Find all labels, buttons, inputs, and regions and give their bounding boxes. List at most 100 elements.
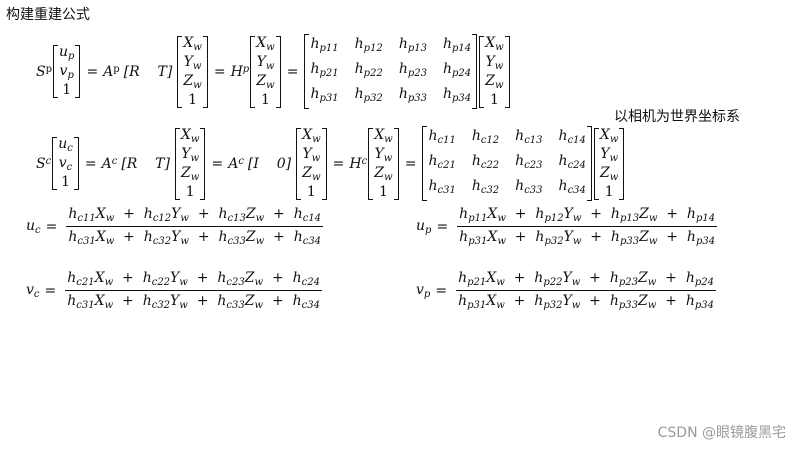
eq2-wd-1: Yw xyxy=(600,145,619,164)
eq1-world-vector-a: Xw Yw Zw 1 xyxy=(177,34,208,108)
eq2-wd-2: Zw xyxy=(600,164,619,183)
eq1-equals-2: = xyxy=(213,63,226,80)
eq1-equals-3: = xyxy=(286,63,299,80)
eq1-wc-1: Yw xyxy=(485,53,504,72)
eq2-h-matrix: hc11 hc12 hc13 hc14 hc21 hc22 hc23 hc24 … xyxy=(422,126,593,201)
eq1-wc-2: Zw xyxy=(485,72,504,91)
up-equals: = xyxy=(436,218,449,235)
camera-world-note: 以相机为世界坐标系 xyxy=(614,109,740,125)
watermark: CSDN @眼镜腹黑宅 xyxy=(657,425,786,441)
eq1-h-10: hp21 xyxy=(310,61,339,79)
eq2-h-00: hc11 xyxy=(428,128,456,146)
eq2-wb-1: Yw xyxy=(302,145,321,164)
eq2-I0: [I 0] xyxy=(247,155,292,172)
eq1-wb-3: 1 xyxy=(261,91,270,108)
uc-fraction: hc11Xw + hc12Yw + hc13Zw + hc14 hc31Xw +… xyxy=(66,206,324,247)
up-numerator: hp11Xw + hp12Yw + hp13Zw + hp14 xyxy=(457,206,718,227)
vc-denominator: hc31Xw + hc32Yw + hc33Zw + hc34 xyxy=(67,293,320,311)
eq2-wa-1: Yw xyxy=(181,145,200,164)
eq1-h-21: hp32 xyxy=(354,86,383,104)
eq2-wb-3: 1 xyxy=(306,183,316,200)
eq1-uv-0: up xyxy=(59,44,75,63)
eq1-world-vector-c: Xw Yw Zw 1 xyxy=(479,34,510,108)
eq2-equals-1: = xyxy=(84,155,97,172)
eq2-uv-vector: uc vc 1 xyxy=(52,137,79,190)
eq1-wb-1: Yw xyxy=(256,53,275,72)
eq1-wa-0: Xw xyxy=(183,34,202,53)
eq1-wc-3: 1 xyxy=(489,91,499,108)
vc-lhs: vc xyxy=(26,281,40,300)
eq1-wc-0: Xw xyxy=(485,34,504,53)
eq1-RT: [R T] xyxy=(123,63,173,80)
eq2-uv-2: 1 xyxy=(61,174,70,190)
eq1-uv-vector: up vp 1 xyxy=(53,44,81,98)
eq2-wc-1: Yw xyxy=(374,145,393,164)
eq2-world-vector-b: Xw Yw Zw 1 xyxy=(296,126,327,200)
eq2-equals-3: = xyxy=(332,155,345,172)
fraction-uc: uc = hc11Xw + hc12Yw + hc13Zw + hc14 hc3… xyxy=(26,206,324,247)
eq1-h-12: hp23 xyxy=(398,61,427,79)
vp-equals: = xyxy=(435,282,448,299)
eq1-h-01: hp12 xyxy=(354,36,383,54)
eq2-h-02: hc13 xyxy=(515,128,543,146)
uc-denominator: hc31Xw + hc32Yw + hc33Zw + hc34 xyxy=(68,229,322,247)
eq2-wc-0: Xw xyxy=(374,126,393,145)
eq1-world-vector-b: Xw Yw Zw 1 xyxy=(250,34,281,108)
eq2-wa-3: 1 xyxy=(185,183,195,200)
eq2-RT: [R T] xyxy=(121,155,170,172)
fraction-up: up = hp11Xw + hp12Yw + hp13Zw + hp14 hp3… xyxy=(416,206,718,247)
eq2-wc-3: 1 xyxy=(378,183,388,200)
eq2-h-01: hc12 xyxy=(471,128,500,146)
eq2-h-21: hc32 xyxy=(471,178,500,196)
eq1-wa-2: Zw xyxy=(183,72,202,91)
eq2-wb-0: Xw xyxy=(302,126,321,145)
fraction-vp: vp = hp21Xw + hp22Yw + hp23Zw + hp24 hp3… xyxy=(416,270,716,311)
eq1-equals-1: = xyxy=(86,63,99,80)
eq2-wc-2: Zw xyxy=(374,164,393,183)
eq2-equals-2: = xyxy=(211,155,224,172)
vp-numerator: hp21Xw + hp22Yw + hp23Zw + hp24 xyxy=(456,270,716,291)
eq1-wb-2: Zw xyxy=(256,72,275,91)
vc-fraction: hc21Xw + hc22Yw + hc23Zw + hc24 hc31Xw +… xyxy=(65,270,322,311)
page-title: 构建重建公式 xyxy=(6,7,90,23)
eq1-h-matrix: hp11 hp12 hp13 hp14 hp21 hp22 hp23 hp24 … xyxy=(304,34,477,109)
eq2-h-12: hc23 xyxy=(515,153,543,171)
eq2-h-13: hc24 xyxy=(558,153,586,171)
up-lhs: up xyxy=(416,217,432,236)
eq2-uv-1: vc xyxy=(58,155,73,174)
eq2-uv-0: uc xyxy=(58,136,73,155)
eq2-equals-4: = xyxy=(404,155,417,172)
eq1-uv-2: 1 xyxy=(62,82,72,98)
eq2-h-20: hc31 xyxy=(428,178,456,196)
uc-numerator: hc11Xw + hc12Yw + hc13Zw + hc14 xyxy=(66,206,324,227)
eq1-h-13: hp24 xyxy=(442,61,472,79)
eq2-world-vector-d: Xw Yw Zw 1 xyxy=(593,127,625,200)
fraction-vc: vc = hc21Xw + hc22Yw + hc23Zw + hc24 hc3… xyxy=(26,270,322,311)
vp-denominator: hp31Xw + hp32Yw + hp33Zw + hp34 xyxy=(458,293,714,311)
eq1-h-20: hp31 xyxy=(310,86,339,104)
eq1-wb-0: Xw xyxy=(256,34,275,53)
eq1-wa-1: Yw xyxy=(183,53,202,72)
eq1-wa-3: 1 xyxy=(188,91,198,108)
uc-equals: = xyxy=(45,218,58,235)
eq1-uv-1: vp xyxy=(59,63,74,82)
vc-equals: = xyxy=(44,282,57,299)
eq2-h-11: hc22 xyxy=(471,153,500,171)
vp-lhs: vp xyxy=(416,281,431,300)
eq2-wa-0: Xw xyxy=(180,126,200,145)
eq1-h-00: hp11 xyxy=(310,36,339,54)
eq2-h-10: hc21 xyxy=(428,153,456,171)
eq2-wb-2: Zw xyxy=(302,164,321,183)
uc-lhs: uc xyxy=(26,217,41,236)
eq2-h-22: hc33 xyxy=(515,178,543,196)
vp-fraction: hp21Xw + hp22Yw + hp23Zw + hp24 hp31Xw +… xyxy=(456,270,716,311)
